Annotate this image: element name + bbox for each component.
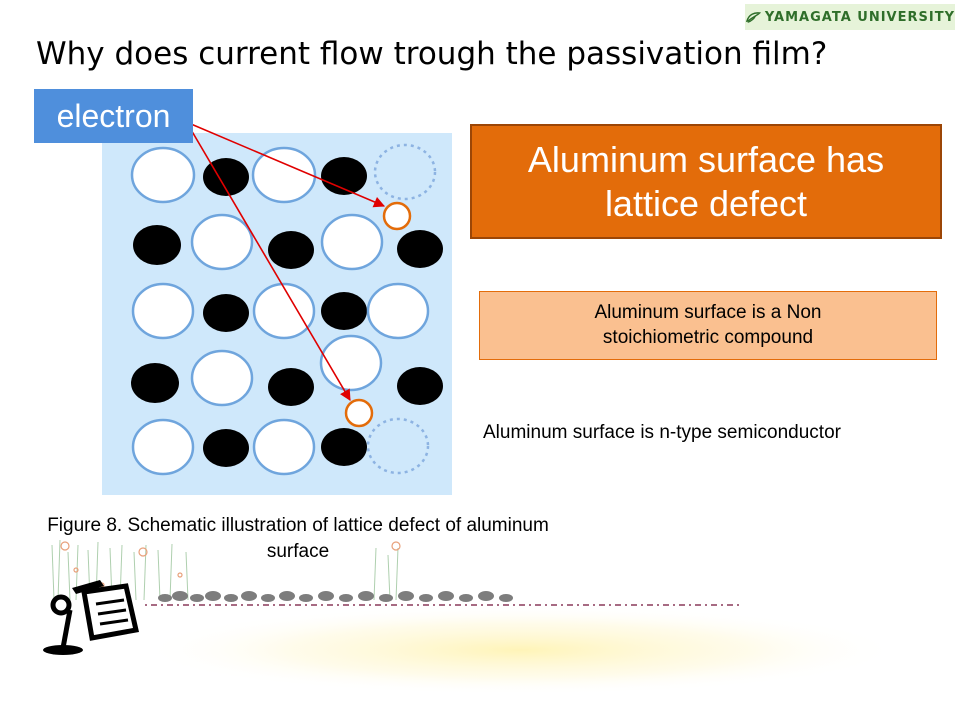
aluminum-ion: [252, 418, 316, 476]
university-logo: YAMAGATA UNIVERSITY: [745, 4, 955, 30]
aluminum-ion: [131, 282, 195, 340]
aluminum-ion: [190, 349, 254, 407]
aluminum-ion: [131, 418, 195, 476]
oxygen-ion: [397, 367, 443, 405]
vacancy-site: [373, 143, 437, 201]
n-type-statement: Aluminum surface is n-type semiconductor: [483, 422, 841, 443]
decorative-pebbles: [158, 591, 513, 602]
aluminum-ion: [366, 282, 430, 340]
electron-path-arrow: [189, 127, 351, 401]
logo-text: YAMAGATA UNIVERSITY: [764, 9, 955, 25]
aluminum-ion: [190, 213, 254, 271]
oxygen-ion: [397, 230, 443, 268]
electron-marker: [382, 201, 412, 231]
electron-marker: [344, 398, 374, 428]
non-stoichiometric-callout: Aluminum surface is a Non stoichiometric…: [479, 291, 937, 360]
oxygen-ion: [131, 363, 179, 403]
oxygen-ion: [133, 225, 181, 265]
oxygen-ion: [321, 292, 367, 330]
figure-caption: Figure 8. Schematic illustration of latt…: [47, 515, 549, 562]
aluminum-ion: [130, 146, 196, 204]
oxygen-ion: [203, 158, 249, 196]
yamagata-leaf-icon: [745, 12, 761, 23]
oxygen-ion: [268, 231, 314, 269]
aluminum-ion: [319, 334, 383, 392]
oxygen-ion: [203, 429, 249, 467]
oxygen-ion: [321, 157, 367, 195]
decorative-glow: [140, 605, 900, 695]
oxygen-ion: [203, 294, 249, 332]
page-title: Why does current flow trough the passiva…: [36, 36, 828, 72]
aluminum-ion: [251, 146, 317, 204]
aluminum-ion: [252, 282, 316, 340]
lattice-defect-callout: Aluminum surface has lattice defect: [470, 124, 942, 239]
electron-path-arrow: [190, 123, 386, 208]
electron-label: electron: [34, 89, 193, 143]
aluminum-ion: [320, 213, 384, 271]
note-reader-icon: [43, 580, 140, 655]
oxygen-ion: [321, 428, 367, 466]
oxygen-ion: [268, 368, 314, 406]
vacancy-site: [366, 417, 430, 475]
